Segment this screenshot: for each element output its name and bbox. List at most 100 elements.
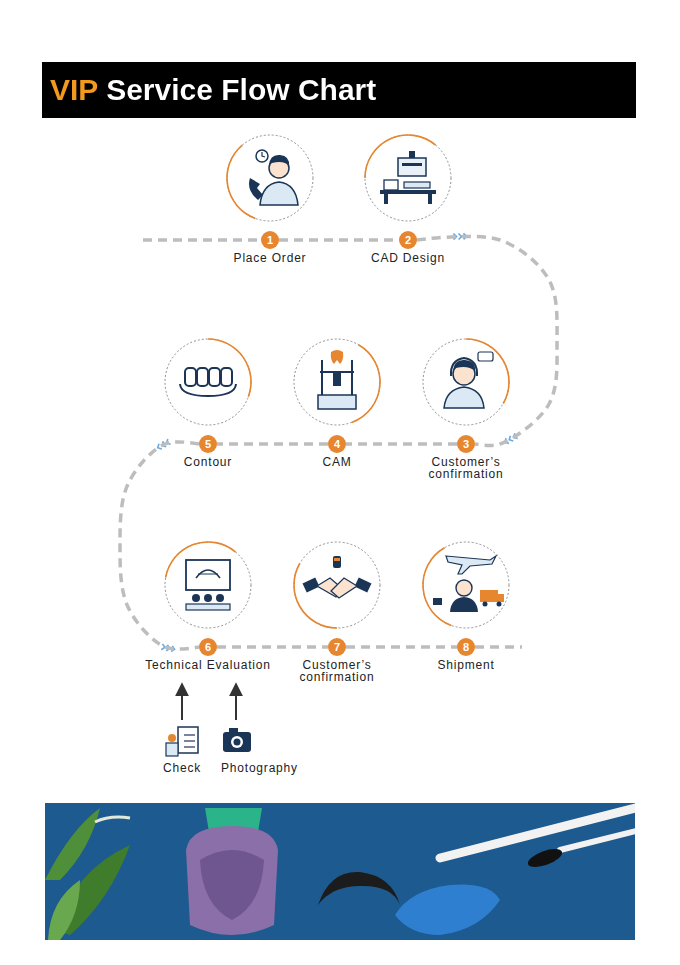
- step-number: 4: [328, 435, 346, 453]
- truck-cab: [498, 594, 504, 602]
- desk-leg: [384, 194, 388, 204]
- check-line: [184, 746, 195, 747]
- phone-icon: [249, 150, 298, 205]
- circle-outline: [423, 542, 509, 628]
- shipping-icon: [433, 556, 504, 612]
- camera-top: [229, 728, 238, 733]
- tooth: [221, 368, 232, 386]
- board-figure: [198, 574, 218, 575]
- device: [333, 556, 341, 568]
- step-label: Check: [157, 762, 207, 774]
- chevron-stroke: [161, 441, 166, 448]
- gum-line: [180, 384, 236, 396]
- circle-accent: [293, 563, 337, 629]
- step-number: 8: [457, 638, 475, 656]
- lead-dash: [143, 238, 261, 242]
- circle-accent: [351, 344, 380, 423]
- chevron: [156, 439, 170, 450]
- board: [186, 560, 230, 590]
- stem: [95, 817, 130, 822]
- step-label: Contour: [143, 456, 273, 468]
- circle-accent: [226, 144, 255, 219]
- direction-chevrons: [156, 233, 517, 652]
- keyboard: [404, 182, 430, 188]
- product-photo: [45, 808, 635, 940]
- chevron: [161, 644, 175, 652]
- process-step: 7Customer’s confirmation: [287, 541, 387, 681]
- lens-core: [234, 739, 241, 746]
- flow-path: [346, 442, 457, 446]
- step-label: Shipment: [401, 659, 531, 671]
- check-line: [184, 740, 195, 741]
- flow-path: [217, 645, 328, 649]
- truck: [480, 590, 498, 602]
- chevron: [503, 433, 517, 445]
- viewer: [192, 594, 200, 602]
- handset: [249, 178, 263, 200]
- body: [444, 387, 484, 408]
- process-step: 2CAD Design: [343, 134, 473, 274]
- viewer: [204, 594, 212, 602]
- process-step: 3Customer’s confirmation: [416, 338, 516, 478]
- process-step: 4CAM: [272, 338, 402, 478]
- lens: [231, 736, 243, 748]
- parcel: [433, 598, 442, 605]
- desk-icon: [380, 151, 436, 204]
- circle-accent: [165, 541, 236, 577]
- step-number: 2: [399, 231, 417, 249]
- step-number: 7: [328, 638, 346, 656]
- step-circle: [422, 338, 510, 426]
- chart-title: VIP Service Flow Chart: [50, 70, 376, 110]
- speech-bubble: [478, 352, 493, 361]
- inspector-head: [168, 734, 176, 742]
- head: [456, 580, 472, 596]
- product-band: [45, 803, 635, 940]
- step-label: Place Order: [205, 252, 335, 264]
- step-label: CAM: [272, 456, 402, 468]
- mill-icon: [318, 350, 356, 409]
- circle-accent: [364, 134, 436, 178]
- step-number: 5: [199, 435, 217, 453]
- machine-frame: [351, 360, 353, 395]
- circle-outline: [365, 135, 451, 221]
- tooth: [185, 368, 196, 386]
- input-arrow: [235, 685, 237, 720]
- support-icon: [444, 352, 493, 408]
- lamp: [409, 151, 415, 158]
- chevron-stroke: [458, 233, 461, 239]
- step-circle: [293, 541, 381, 629]
- process-step: 1Place Order: [205, 134, 335, 274]
- step-circle: [422, 541, 510, 629]
- toothbrush-handle: [440, 808, 635, 858]
- table: [186, 604, 230, 610]
- flow-path: [346, 645, 457, 649]
- plane: [446, 556, 496, 574]
- input-step: Photography: [221, 722, 311, 782]
- evaluation-icon: [186, 560, 230, 610]
- sleeve: [355, 578, 372, 593]
- circle-outline: [165, 542, 251, 628]
- title-band: [42, 62, 636, 118]
- chevron-stroke: [463, 233, 466, 239]
- circle-accent: [466, 338, 510, 404]
- desk-leg: [428, 194, 432, 204]
- screen-line: [402, 163, 422, 166]
- circle-outline: [165, 339, 251, 425]
- step-circle: [226, 134, 314, 222]
- flow-path: [217, 442, 328, 446]
- body: [450, 597, 478, 612]
- teeth-icon: [180, 368, 236, 396]
- process-step: 5Contour: [143, 338, 273, 478]
- impression-tray: [186, 826, 278, 935]
- chevron-stroke: [171, 646, 175, 652]
- night-guard: [318, 872, 400, 905]
- process-step: 8Shipment: [401, 541, 531, 681]
- hand: [331, 578, 357, 598]
- chevron-stroke: [161, 644, 165, 650]
- toothbrush-handle: [560, 830, 635, 850]
- machine-base: [318, 395, 356, 409]
- step-label: CAD Design: [343, 252, 473, 264]
- flow-path: [417, 236, 557, 445]
